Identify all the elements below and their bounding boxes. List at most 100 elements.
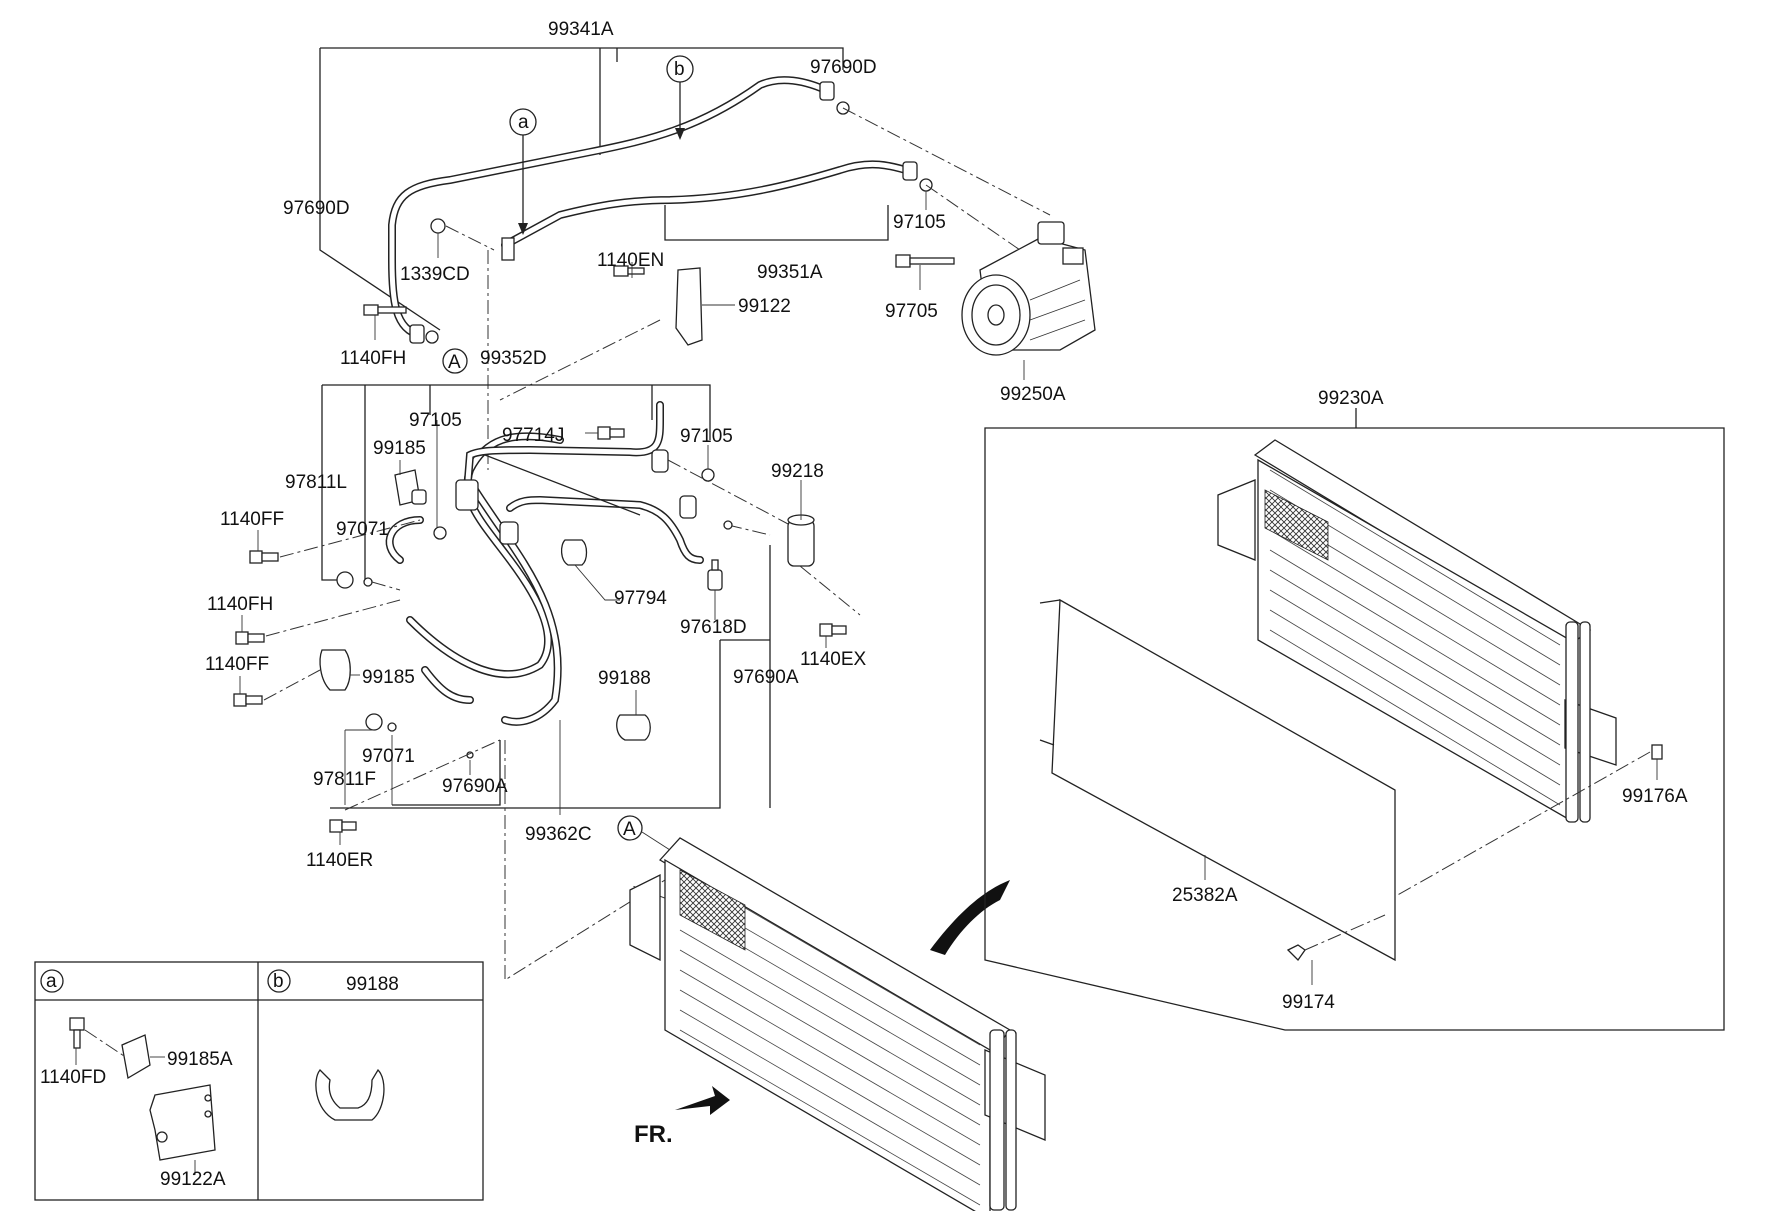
label-97794[interactable]: 97794 (614, 588, 667, 609)
bolt-97705-icon (895, 254, 955, 268)
label-97705[interactable]: 97705 (885, 301, 938, 322)
o-ring-small (723, 520, 733, 530)
label-99188[interactable]: 99188 (598, 668, 651, 689)
label-99185-top[interactable]: 99185 (373, 438, 426, 459)
label-99174[interactable]: 99174 (1282, 992, 1335, 1013)
fitting-hose-right (651, 449, 669, 473)
front-marker-label[interactable]: FR. (634, 1121, 673, 1148)
bolt-1140EX-icon (819, 623, 847, 637)
inset-clip-99185A-icon (121, 1034, 151, 1080)
bracket-99341A (319, 47, 844, 331)
label-1140FH-top[interactable]: 1140FH (340, 348, 406, 369)
callout-A-top-icon (442, 348, 468, 374)
label-97811L[interactable]: 97811L (285, 472, 347, 493)
label-1140FF-mid[interactable]: 1140FF (205, 654, 269, 675)
label-1339CD[interactable]: 1339CD (400, 264, 470, 285)
valve-97071-top-icon (363, 577, 373, 587)
label-99122[interactable]: 99122 (738, 296, 791, 317)
label-1140FH-mid[interactable]: 1140FH (207, 594, 273, 615)
bracket-99351A (664, 205, 889, 241)
callout-A-bottom-icon (617, 815, 643, 841)
bracket-99122-icon (675, 267, 703, 346)
label-1140EX[interactable]: 1140EX (800, 649, 867, 670)
label-1140ER[interactable]: 1140ER (306, 850, 373, 871)
bolt-97714J-icon (597, 426, 625, 440)
bolt-1140FH-mid-icon (235, 631, 265, 645)
inset-clip-99188-icon (315, 1068, 385, 1121)
front-arrow-icon (675, 1086, 730, 1115)
label-97714J[interactable]: 97714J (502, 425, 564, 446)
clip-99176A-icon (1651, 744, 1663, 760)
pressure-sensor-97618D-icon (707, 559, 723, 591)
bracket-clip (501, 237, 515, 261)
callout-A-top[interactable]: A (448, 352, 461, 373)
callout-b[interactable]: b (674, 59, 685, 80)
label-1140EN[interactable]: 1140EN (597, 250, 664, 271)
label-99185-mid[interactable]: 99185 (362, 667, 415, 688)
label-97690D-top[interactable]: 97690D (810, 57, 877, 78)
label-97690A-bot[interactable]: 97690A (442, 776, 508, 797)
inset-bracket-99122A-icon (149, 1084, 216, 1161)
label-97105-right[interactable]: 97105 (680, 426, 733, 447)
inset-table (34, 961, 484, 1201)
bolt-1140ER-icon (329, 819, 357, 833)
valve-97071-bot-icon (387, 722, 397, 732)
label-97105-top[interactable]: 97105 (893, 212, 946, 233)
inset-label-1140FD[interactable]: 1140FD (40, 1067, 106, 1088)
inset-callout-b[interactable]: b (273, 971, 284, 992)
inset-label-99122A[interactable]: 99122A (160, 1169, 226, 1190)
label-97690A-right[interactable]: 97690A (733, 667, 799, 688)
fitting-left (409, 324, 425, 344)
clip-99185-mid-icon (319, 649, 351, 691)
o-ring-97105-mid-icon (433, 526, 447, 540)
label-99351A[interactable]: 99351A (757, 262, 823, 283)
cap-97811L-icon (336, 571, 354, 589)
compressor-99250A-icon (961, 221, 1096, 356)
detail-wedge-icon (930, 880, 1010, 955)
callout-A-bottom[interactable]: A (623, 819, 636, 840)
label-97071-bot[interactable]: 97071 (362, 746, 415, 767)
clip-99188-icon (616, 714, 651, 741)
cap-97811F-icon (365, 713, 383, 731)
label-97690D-left[interactable]: 97690D (283, 198, 350, 219)
nut-1339CD-icon (430, 218, 446, 234)
fitting-mid (902, 161, 918, 181)
bracket-97690A-right (330, 640, 721, 809)
label-1140FF-top[interactable]: 1140FF (220, 509, 284, 530)
receiver-drier-99218-icon (787, 514, 815, 567)
inset-callout-a-icon (40, 969, 64, 993)
fitting-hose-right-2 (679, 495, 697, 519)
label-25382A[interactable]: 25382A (1172, 885, 1238, 906)
label-97105-mid[interactable]: 97105 (409, 410, 462, 431)
suction-hose-99341A (388, 76, 834, 339)
fitting-top (819, 81, 835, 101)
bolt-1140FF-top-icon (249, 550, 279, 564)
label-99341A[interactable]: 99341A (548, 19, 614, 40)
bolt-1140FF-mid-icon (233, 693, 263, 707)
condenser-assembly-bottom-icon (629, 837, 1046, 1211)
screen-25382A-icon (1051, 598, 1396, 962)
condenser-99230A-icon (1217, 439, 1617, 823)
label-97811F[interactable]: 97811F (313, 769, 376, 790)
label-97618D[interactable]: 97618D (680, 617, 747, 638)
label-99362C[interactable]: 99362C (525, 824, 592, 845)
bolt-1140FH-top-icon (363, 304, 407, 316)
label-99352D[interactable]: 99352D (480, 348, 547, 369)
inset-bolt-1140FD-icon (69, 1017, 85, 1049)
label-99176A[interactable]: 99176A (1622, 786, 1688, 807)
o-ring-left-icon (425, 330, 439, 344)
o-ring-97105-right-icon (701, 468, 715, 482)
inset-callout-b-icon (267, 969, 291, 993)
callout-a[interactable]: a (518, 112, 529, 133)
label-99218[interactable]: 99218 (771, 461, 824, 482)
label-99230A[interactable]: 99230A (1318, 388, 1384, 409)
inset-label-99185A[interactable]: 99185A (167, 1049, 233, 1070)
label-97071-top[interactable]: 97071 (336, 519, 389, 540)
bolt-1140EN-icon (613, 265, 645, 277)
label-99250A[interactable]: 99250A (1000, 384, 1066, 405)
inset-callout-a[interactable]: a (46, 971, 57, 992)
block-fitting (455, 479, 479, 511)
clip-99174-icon (1286, 944, 1306, 962)
inset-part-99188[interactable]: 99188 (346, 974, 399, 995)
